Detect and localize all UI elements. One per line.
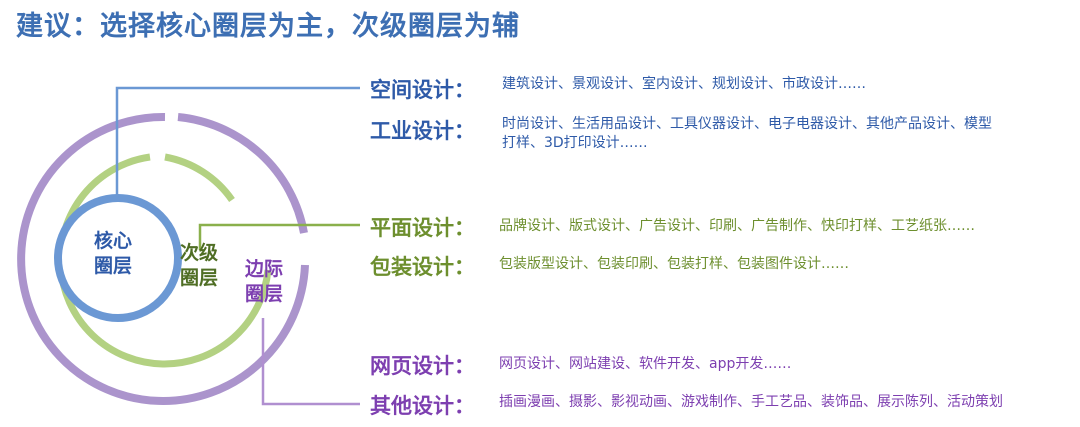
- edge-connector: [261, 318, 360, 406]
- secondary-ring-label: 次级 圈层: [169, 241, 229, 291]
- secondary-ring-label-line2: 圈层: [179, 267, 218, 289]
- space-design-label: 空间设计：: [370, 78, 475, 102]
- page-title: 建议：选择核心圈层为主，次级圈层为辅: [16, 11, 520, 42]
- core-ring-label: 核心 圈层: [83, 229, 143, 279]
- packaging-design-items: 包装版型设计、包装印刷、包装打样、包装图件设计……: [499, 256, 849, 272]
- secondary-ring: [57, 153, 272, 368]
- edge-ring-label: 边际 圈层: [234, 257, 294, 307]
- industrial-design-items-line2: 打样、3D打印设计……: [502, 135, 648, 151]
- industrial-design-items: 时尚设计、生活用品设计、工具仪器设计、电子电器设计、其他产品设计、模型 打样、3…: [502, 115, 992, 153]
- packaging-design-label: 包装设计：: [370, 255, 475, 279]
- graphic-design-label: 平面设计：: [370, 216, 475, 240]
- edge-ring: [17, 112, 309, 405]
- graphic-design-items: 品牌设计、版式设计、广告设计、印刷、广告制作、快印打样、工艺纸张……: [499, 218, 975, 234]
- industrial-design-items-line1: 时尚设计、生活用品设计、工具仪器设计、电子电器设计、其他产品设计、模型: [502, 116, 992, 132]
- core-ring-label-line1: 核心: [93, 230, 132, 252]
- secondary-ring-top: [164, 153, 235, 203]
- web-design-label: 网页设计：: [370, 354, 475, 378]
- web-design-items: 网页设计、网站建设、软件开发、app开发……: [499, 356, 792, 372]
- other-design-label: 其他设计：: [370, 394, 475, 418]
- secondary-ring-label-line1: 次级: [179, 242, 218, 264]
- secondary-connector: [198, 223, 360, 250]
- edge-ring-label-line2: 圈层: [244, 283, 283, 305]
- core-ring-label-line2: 圈层: [93, 255, 132, 277]
- industrial-design-label: 工业设计：: [370, 119, 475, 143]
- space-design-items: 建筑设计、景观设计、室内设计、规划设计、市政设计……: [502, 76, 866, 92]
- edge-ring-label-line1: 边际: [244, 258, 283, 280]
- other-design-items: 插画漫画、摄影、影视动画、游戏制作、手工艺品、装饰品、展示陈列、活动策划: [499, 394, 1003, 410]
- core-connector: [115, 86, 360, 198]
- edge-ring-top: [177, 113, 308, 234]
